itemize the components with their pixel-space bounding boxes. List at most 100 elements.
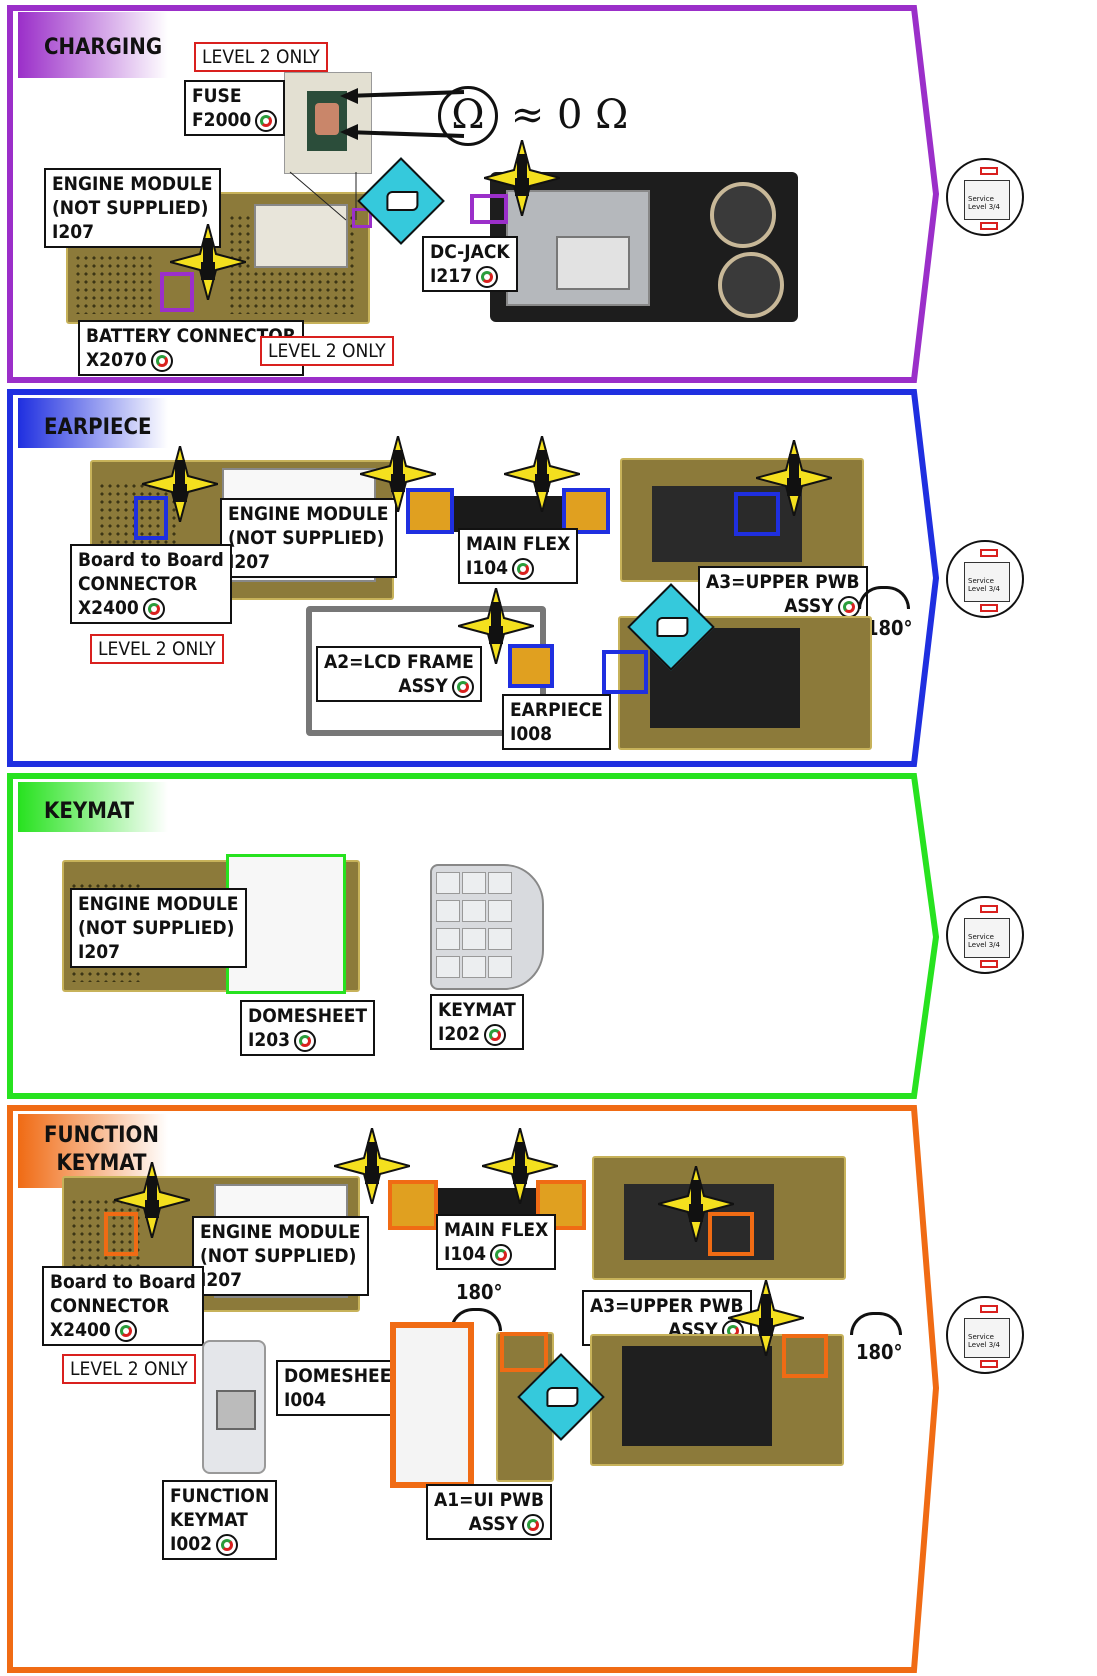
lcdframe-line2: ASSY	[324, 674, 474, 698]
b2b-ref: X2400	[78, 597, 139, 619]
service-level-badge: ServiceLevel 3/4	[946, 896, 1024, 974]
level2-only-badge: LEVEL 2 ONLY	[90, 634, 224, 664]
upperpwb-line1: A3=UPPER PWB	[590, 1294, 744, 1318]
replace-icon	[484, 1024, 506, 1046]
keymat-section: KEYMAT ENGINE MODULE (NOT SUPPLIED) I207…	[6, 772, 1006, 1102]
keymat-image	[430, 864, 544, 990]
b2b-line1: Board to Board	[50, 1270, 196, 1294]
level2-only-badge: LEVEL 2 ONLY	[194, 42, 328, 72]
domesheet-line2: I203	[248, 1028, 367, 1052]
replace-icon	[115, 1320, 137, 1342]
arrow-icon	[980, 905, 998, 913]
replace-icon	[490, 1244, 512, 1266]
keymat-line1: KEYMAT	[438, 998, 516, 1022]
fuse-label: FUSE F2000	[184, 80, 285, 136]
replace-icon	[452, 676, 474, 698]
keymat-line2: I202	[438, 1022, 516, 1046]
arrow-icon	[980, 960, 998, 968]
arrow-icon	[980, 1360, 998, 1368]
replace-icon	[838, 596, 860, 618]
screwdriver-tool-icon	[334, 1128, 410, 1204]
mainflex-ref: I104	[444, 1243, 486, 1265]
arrow-icon	[980, 1305, 998, 1313]
charging-section: CHARGING LEVEL 2 ONLY Ω ≈ 0 Ω FUSE F2000…	[6, 4, 1006, 386]
svc-line1: Service	[968, 933, 994, 941]
lcd-frame-label: A2=LCD FRAME ASSY	[316, 646, 482, 702]
ohm-symbol-icon: Ω	[438, 86, 498, 146]
function-keymat-label: FUNCTION KEYMAT I002	[162, 1480, 277, 1560]
engine-line2: (NOT SUPPLIED)	[52, 196, 213, 220]
rotation-degrees: 180°	[866, 616, 913, 640]
dcjack-ref: I217	[430, 265, 472, 287]
mainflex-line2: I104	[466, 556, 570, 580]
upperpwb-line1: A3=UPPER PWB	[706, 570, 860, 594]
arrow-icon	[980, 222, 998, 230]
b2b-line3: X2400	[50, 1318, 196, 1342]
rotation-degrees-b: 180°	[856, 1340, 903, 1364]
domesheet-ref: I203	[248, 1029, 290, 1051]
earpiece-section: EARPIECE ENGINE MODULE (NOT SUPPLIED) I2…	[6, 388, 1006, 770]
upperpwb-line2: ASSY	[706, 594, 860, 618]
screwdriver-tool-icon	[756, 440, 832, 516]
replace-icon	[476, 266, 498, 288]
dcjack-line1: DC-JACK	[430, 240, 510, 264]
box-icon: ServiceLevel 3/4	[964, 180, 1010, 220]
screwdriver-tool-icon	[142, 446, 218, 522]
fuse-label-line2: F2000	[192, 108, 277, 132]
svc-line1: Service	[968, 577, 994, 585]
arrow-icon	[980, 549, 998, 557]
replace-icon	[522, 1514, 544, 1536]
engine-line2: (NOT SUPPLIED)	[78, 916, 239, 940]
rotation-degrees-a: 180°	[456, 1280, 503, 1304]
replace-icon	[151, 350, 173, 372]
charging-tab-label: CHARGING	[22, 28, 184, 68]
keymat-ref: I202	[438, 1023, 480, 1045]
earpiece-tab-label: EARPIECE	[22, 408, 174, 448]
arrow-icon	[980, 604, 998, 612]
upper-pwb-bottom-highlight	[602, 650, 648, 694]
domesheet-highlight	[390, 1322, 474, 1488]
b2b-connector-label: Board to Board CONNECTOR X2400	[42, 1266, 204, 1346]
tab-line1: FUNCTION	[44, 1122, 159, 1150]
earpiece-label: EARPIECE I008	[502, 694, 611, 750]
domesheet-label: DOMESHEET I203	[240, 1000, 375, 1056]
level2-only-badge: LEVEL 2 ONLY	[62, 1354, 196, 1384]
box-icon: ServiceLevel 3/4	[964, 562, 1010, 602]
lcdframe-line1: A2=LCD FRAME	[324, 650, 474, 674]
screwdriver-tool-icon	[114, 1162, 190, 1238]
engine-line3: I207	[228, 550, 389, 574]
screwdriver-tool-icon	[504, 436, 580, 512]
svc-line2: Level 3/4	[968, 585, 1000, 593]
b2b-ref: X2400	[50, 1319, 111, 1341]
engine-line2: (NOT SUPPLIED)	[200, 1244, 361, 1268]
replace-icon	[216, 1534, 238, 1556]
domesheet-line2: I004	[284, 1388, 403, 1412]
engine-line1: ENGINE MODULE	[52, 172, 213, 196]
fuse-ref: F2000	[192, 109, 251, 131]
ui-pwb-connector-highlight	[500, 1332, 548, 1372]
screwdriver-tool-icon	[484, 140, 560, 216]
replace-icon	[294, 1030, 316, 1052]
earpiece-line1: EARPIECE	[510, 698, 603, 722]
screwdriver-tool-icon	[728, 1280, 804, 1356]
arrow-icon	[980, 167, 998, 175]
ohm-meter-reading: Ω ≈ 0 Ω	[438, 86, 628, 146]
mainflex-line2: I104	[444, 1242, 548, 1266]
ui-pwb-label: A1=UI PWB ASSY	[426, 1484, 552, 1540]
uipwb-ref: ASSY	[469, 1513, 518, 1535]
svc-line2: Level 3/4	[968, 941, 1000, 949]
svc-line2: Level 3/4	[968, 203, 1000, 211]
domesheet-line1: DOMESHEET	[284, 1364, 403, 1388]
function-keymat-image	[202, 1340, 266, 1474]
main-flex-label: MAIN FLEX I104	[458, 528, 578, 584]
b2b-line2: CONNECTOR	[50, 1294, 196, 1318]
earpiece-line2: I008	[510, 722, 603, 746]
uipwb-line1: A1=UI PWB	[434, 1488, 544, 1512]
mainflex-line1: MAIN FLEX	[444, 1218, 548, 1242]
engine-line3: I207	[200, 1268, 361, 1292]
fuse-label-line1: FUSE	[192, 84, 277, 108]
fkeymat-line1: FUNCTION	[170, 1484, 269, 1508]
